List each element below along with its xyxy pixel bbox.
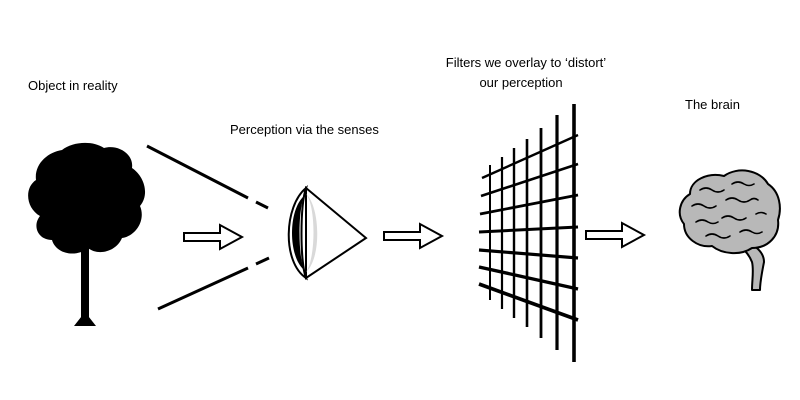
brain-stem [735,237,765,291]
grid-filter-icon [478,104,579,362]
sight-lines [146,144,270,311]
grid-horizontal-7 [478,282,579,322]
lower-sight-line [157,266,249,311]
grid-horizontal-6 [478,265,579,291]
eye-iris [292,196,304,270]
grid-horizontal-1 [481,133,579,180]
brain-icon [678,169,781,291]
filters-label-line2: our perception [479,75,562,90]
grid-horizontal-3 [479,193,579,216]
eye-lens-shade [306,194,318,272]
grid-horizontal-4 [478,225,579,234]
eye-outline [305,185,368,280]
upper-sight-line-dash [255,200,269,210]
senses-label: Perception via the senses [230,122,379,137]
grid-horizontal-5 [478,248,579,260]
lower-sight-line-dash [255,256,270,266]
tree-icon [28,142,146,326]
brain-label: The brain [685,97,740,112]
right-arrow-icon [383,223,443,249]
tree-crown [28,142,146,254]
right-arrow-icon [183,224,243,250]
brain-folds [691,181,767,239]
eye-icon [287,185,368,281]
tree-trunk [81,228,89,320]
object-label: Object in reality [28,78,118,93]
right-arrow-icon [585,222,645,248]
grid-horizontal-2 [480,162,579,198]
upper-sight-line [146,144,249,200]
brain-cerebrum [678,169,781,254]
tree-root [74,312,96,326]
filters-label-line1: Filters we overlay to ‘distort’ [446,55,606,70]
